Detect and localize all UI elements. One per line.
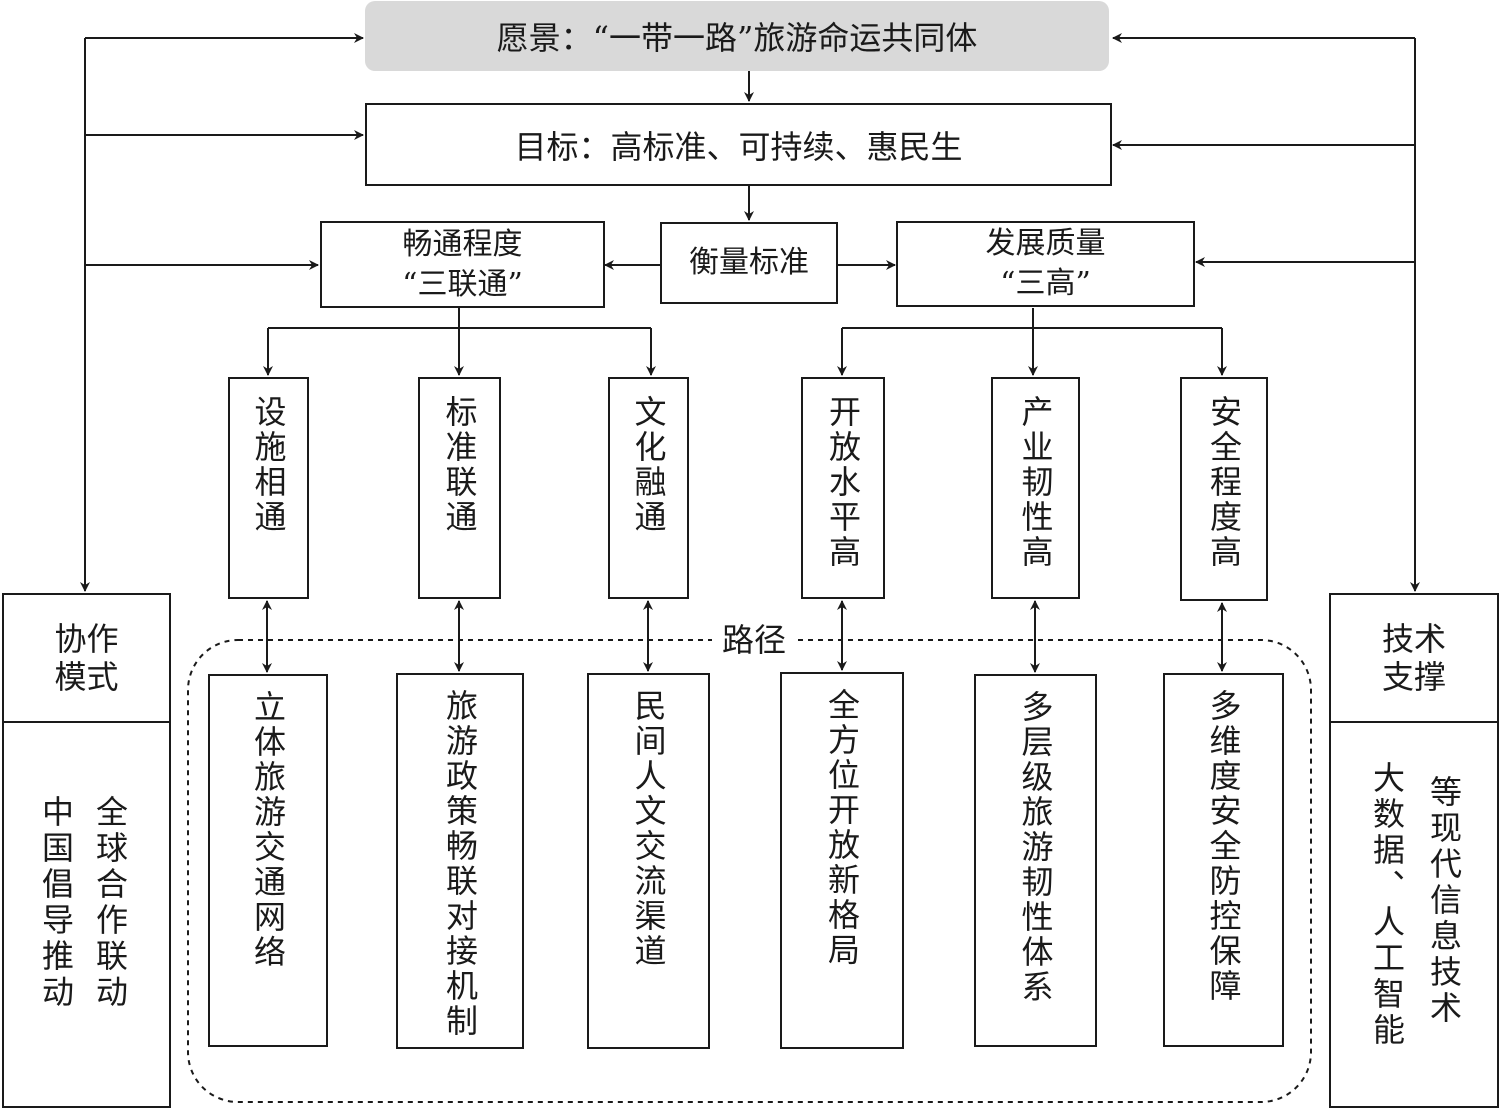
sub-item: 开放水平高	[801, 377, 885, 599]
sub-item-label: 开放水平高	[824, 395, 862, 570]
collaboration-col-right: 全球合作联动	[91, 795, 129, 1011]
vision-box: 愿景：“一带一路”旅游命运共同体	[365, 1, 1109, 71]
quality-line2: “三高”	[1000, 266, 1091, 301]
quality-box: 发展质量 “三高”	[896, 221, 1195, 307]
tech-title: 技术 支撑	[1331, 595, 1497, 723]
goal-box: 目标：高标准、可持续、惠民生	[365, 103, 1112, 186]
collaboration-panel: 协作 模式 全球合作联动 中国倡导推动	[2, 593, 171, 1108]
path-label: 路径	[712, 620, 796, 660]
connectivity-line1: 畅通程度	[402, 226, 523, 262]
sub-item-label: 产业韧性高	[1016, 395, 1055, 570]
path-item-label: 立体旅游交通网络	[249, 690, 287, 970]
sub-item: 设施相通	[228, 377, 309, 599]
tech-col-right: 等现代信息技术	[1425, 775, 1463, 1027]
quality-line1: 发展质量	[985, 226, 1106, 261]
path-item-label: 旅游政策畅联对接机制	[441, 689, 479, 1039]
path-item-label: 全方位开放新格局	[823, 688, 861, 968]
path-item: 多层级旅游韧性体系	[974, 674, 1097, 1047]
tech-title-line1: 技术	[1381, 620, 1446, 658]
sub-item-label: 标准联通	[440, 395, 479, 535]
collaboration-title: 协作 模式	[4, 595, 169, 723]
measure-label: 衡量标准	[689, 245, 809, 280]
tech-panel: 技术 支撑 等现代信息技术 大数据、人工智能	[1329, 593, 1499, 1108]
collaboration-col-left: 中国倡导推动	[37, 795, 75, 1011]
collaboration-title-line1: 协作	[54, 620, 119, 658]
sub-item: 产业韧性高	[991, 377, 1080, 599]
sub-item: 标准联通	[418, 377, 501, 599]
measure-box: 衡量标准	[660, 222, 838, 304]
path-item: 立体旅游交通网络	[208, 674, 328, 1047]
path-item: 旅游政策畅联对接机制	[396, 673, 524, 1049]
tech-title-line2: 支撑	[1381, 658, 1446, 696]
path-item-label: 多维度安全防控保障	[1204, 689, 1243, 1004]
path-region	[187, 639, 1312, 1103]
connectivity-box: 畅通程度 “三联通”	[320, 221, 605, 308]
connectivity-line2: “三联通”	[402, 266, 523, 302]
sub-item-label: 文化融通	[629, 395, 668, 535]
path-item: 全方位开放新格局	[780, 672, 904, 1049]
sub-item: 文化融通	[608, 377, 689, 599]
sub-item-label: 设施相通	[249, 395, 288, 535]
path-item: 多维度安全防控保障	[1163, 673, 1284, 1047]
path-item-label: 多层级旅游韧性体系	[1016, 690, 1055, 1005]
collaboration-title-line2: 模式	[54, 658, 119, 696]
path-item: 民间人文交流渠道	[587, 673, 710, 1049]
sub-item: 安全程度高	[1180, 377, 1268, 601]
path-item-label: 民间人文交流渠道	[629, 689, 668, 969]
sub-item-label: 安全程度高	[1205, 395, 1243, 570]
tech-col-left: 大数据、人工智能	[1368, 761, 1406, 1049]
